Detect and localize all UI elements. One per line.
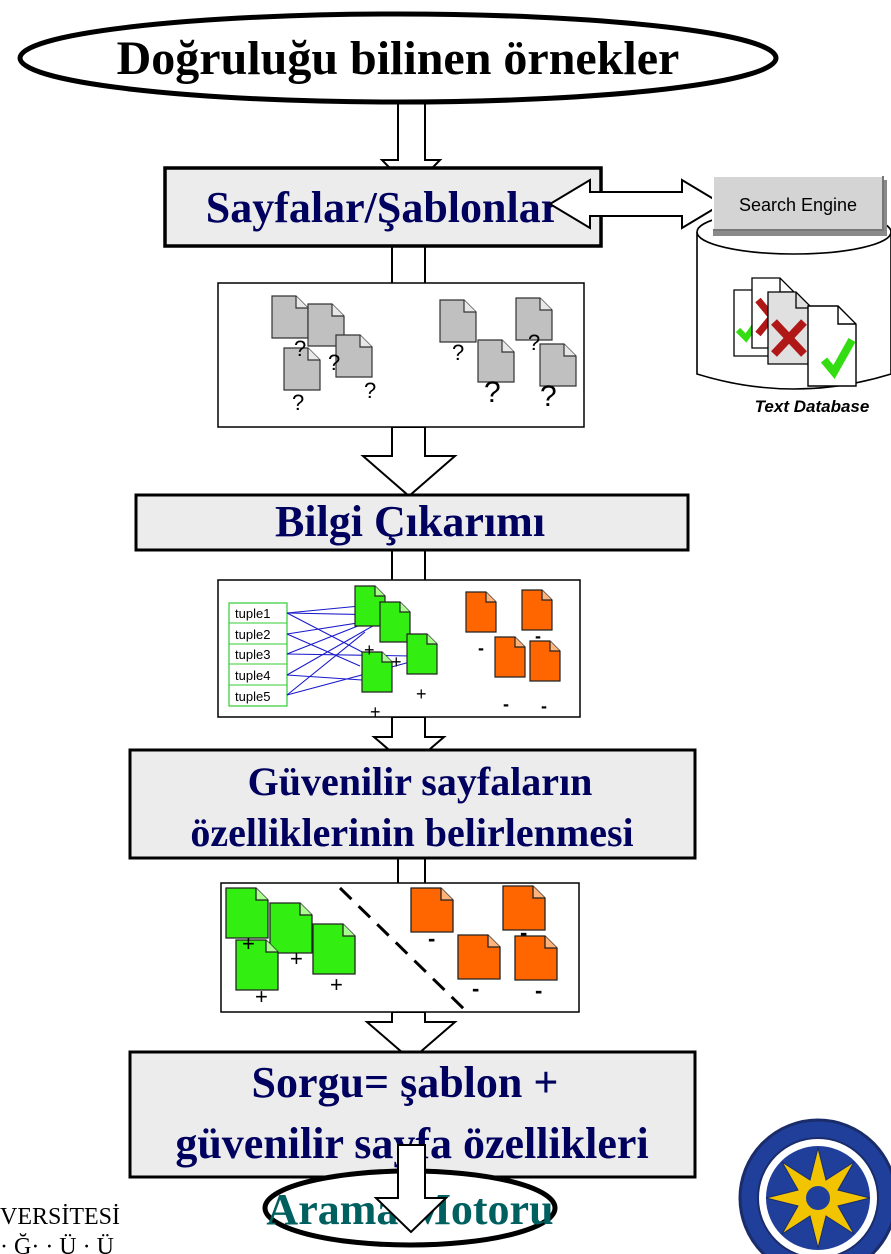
query-label-line1: Sorgu= şablon +	[252, 1058, 559, 1107]
minus-mark: -	[541, 696, 547, 716]
tuple-label: tuple5	[235, 689, 270, 704]
plus-mark: +	[364, 640, 375, 660]
tuple-label: tuple1	[235, 606, 270, 621]
minus-mark: -	[535, 626, 541, 646]
plus-mark: +	[255, 984, 268, 1009]
unknown-documents-panel: ? ? ? ? ? ? ? ?	[217, 282, 585, 428]
features-label-line2: özelliklerinin belirlenmesi	[190, 810, 633, 855]
unknown-mark: ?	[328, 350, 340, 375]
document-icon	[521, 589, 553, 631]
tuple-label: tuple4	[235, 668, 270, 683]
tuple-label: tuple2	[235, 627, 270, 642]
unknown-mark: ?	[364, 378, 376, 403]
unknown-mark: ?	[292, 390, 304, 415]
document-icon	[494, 636, 526, 678]
unknown-mark: ?	[484, 376, 501, 409]
minus-mark: -	[503, 694, 509, 714]
text-database-label: Text Database	[755, 397, 870, 416]
information-extraction-label: Bilgi Çıkarımı	[275, 497, 545, 546]
arrow-query-to-engine	[373, 1144, 449, 1234]
unknown-mark: ?	[528, 330, 540, 355]
start-ellipse-label: Doğruluğu bilinen örnekler	[117, 32, 680, 85]
footer-line2-partial: · Ğ· · Ü · Ü	[0, 1234, 114, 1254]
search-engine-button: Search Engine	[712, 175, 887, 236]
footer-line1: VERSİTESİ	[0, 1204, 120, 1230]
minus-mark: -	[478, 638, 484, 658]
document-icon	[335, 334, 373, 378]
plus-mark: +	[416, 684, 427, 704]
query-box: Sorgu= şablon + güvenilir sayfa özellikl…	[128, 1050, 697, 1179]
arrow-classes-to-query	[364, 1011, 458, 1062]
unknown-mark: ?	[452, 340, 464, 365]
connector-pages-to-docs	[391, 246, 426, 283]
pages-templates-label: Sayfalar/Şablonlar	[206, 183, 561, 232]
check-icon	[820, 338, 856, 380]
plus-mark: +	[330, 972, 343, 997]
start-ellipse: Doğruluğu bilinen örnekler	[17, 11, 779, 105]
plus-mark: +	[391, 652, 402, 672]
database-documents	[733, 277, 857, 387]
text-database: Text Database	[696, 209, 891, 416]
reliable-page-features-box: Güvenilir sayfaların özelliklerinin beli…	[128, 748, 697, 860]
search-engine-label: Search Engine	[739, 195, 857, 215]
document-icon	[807, 305, 857, 387]
document-icon	[379, 601, 411, 643]
document-icon	[312, 923, 356, 975]
plus-mark: +	[370, 702, 381, 722]
features-label-line1: Güvenilir sayfaların	[248, 759, 593, 804]
minus-mark: -	[472, 976, 479, 1001]
tuple-list: tuple1 tuple2 tuple3 tuple4 tuple5	[228, 602, 288, 707]
footer-university-text: VERSİTESİ · Ğ· · Ü · Ü	[0, 1204, 120, 1254]
information-extraction-box: Bilgi Çıkarımı	[134, 493, 690, 552]
unknown-mark: ?	[540, 380, 557, 413]
minus-mark: -	[535, 978, 542, 1003]
connector-extraction-to-tuples	[391, 550, 426, 580]
plus-mark: +	[242, 931, 255, 956]
document-icon	[406, 633, 438, 675]
university-seal-icon	[738, 1118, 891, 1254]
classified-documents-panel: + + + + - - - -	[220, 882, 580, 1013]
plus-mark: +	[290, 946, 303, 971]
document-icon	[457, 934, 501, 980]
connector-features-to-classes	[397, 858, 426, 883]
document-icon	[465, 591, 497, 633]
pages-templates-box: Sayfalar/Şablonlar	[163, 166, 603, 248]
document-icon	[439, 299, 477, 343]
tuple-label: tuple3	[235, 647, 270, 662]
minus-mark: -	[520, 920, 527, 945]
minus-mark: -	[428, 926, 435, 951]
document-icon	[271, 295, 309, 339]
document-icon	[529, 640, 561, 682]
tuples-panel: tuple1 tuple2 tuple3 tuple4 tuple5 +	[217, 579, 581, 722]
arrow-docs-to-extraction	[360, 426, 458, 498]
document-icon	[767, 291, 813, 365]
cross-icon	[771, 319, 807, 357]
unknown-mark: ?	[294, 336, 306, 361]
